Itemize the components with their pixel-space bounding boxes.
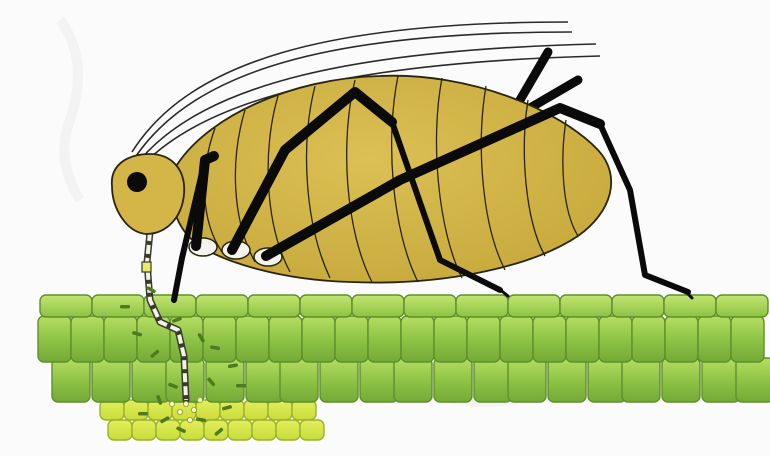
mesophyll-cell	[698, 316, 731, 362]
mesophyll-cell	[203, 316, 236, 362]
mesophyll-cell	[665, 316, 698, 362]
sap-particle	[138, 412, 148, 416]
epidermis-cell	[456, 295, 508, 317]
epidermis-cell	[716, 295, 768, 317]
vascular-cell	[124, 400, 148, 420]
vascular-cell	[268, 400, 292, 420]
epidermis-cell	[196, 295, 248, 317]
leaf-tissue	[38, 295, 770, 440]
vascular-cell	[276, 420, 300, 440]
mesophyll-cell	[731, 316, 764, 362]
mesophyll-cell	[269, 316, 302, 362]
mesophyll-cell	[599, 316, 632, 362]
sap-particle	[120, 305, 130, 309]
vascular-cell	[244, 400, 268, 420]
epidermis-cell	[352, 295, 404, 317]
vascular-cell	[300, 420, 324, 440]
epidermis-cell	[248, 295, 300, 317]
mesophyll-cell	[662, 358, 700, 402]
mesophyll-cell	[71, 316, 104, 362]
vascular-cell	[156, 420, 180, 440]
mesophyll-cell	[52, 358, 90, 402]
epidermis-cell	[508, 295, 560, 317]
mesophyll-cell	[588, 358, 626, 402]
epidermis-cell	[92, 295, 144, 317]
epidermis-cell	[560, 295, 612, 317]
hind-legs	[520, 52, 578, 108]
mesophyll-cell	[394, 358, 432, 402]
mesophyll-cell	[38, 316, 71, 362]
mesophyll-cell	[566, 316, 599, 362]
mesophyll-cell	[236, 316, 269, 362]
mesophyll-cell	[360, 358, 398, 402]
mesophyll-cell	[246, 358, 284, 402]
vascular-cell	[204, 420, 228, 440]
epidermis-cell	[664, 295, 716, 317]
vascular-cell	[108, 420, 132, 440]
vascular-cell	[292, 400, 316, 420]
vascular-cell	[252, 420, 276, 440]
mesophyll-cell	[474, 358, 512, 402]
mesophyll-cell	[533, 316, 566, 362]
vascular-cell	[196, 400, 220, 420]
sap-droplet	[191, 407, 196, 412]
epidermis-cell	[300, 295, 352, 317]
epidermis-cell	[612, 295, 664, 317]
sap-droplet	[169, 401, 174, 406]
mesophyll-cell	[736, 358, 770, 402]
mesophyll-cell	[335, 316, 368, 362]
mesophyll-cell	[500, 316, 533, 362]
sap-particle	[236, 384, 246, 388]
mesophyll-cell	[280, 358, 318, 402]
mesophyll-cell	[548, 358, 586, 402]
mesophyll-cell	[632, 316, 665, 362]
mesophyll-cell	[401, 316, 434, 362]
mesophyll-cell	[434, 316, 467, 362]
mesophyll-cell	[622, 358, 660, 402]
mesophyll-cell	[434, 358, 472, 402]
sap-droplet	[183, 401, 188, 406]
sap-droplet	[187, 417, 192, 422]
mesophyll-cell	[368, 316, 401, 362]
sap-droplet	[197, 397, 202, 402]
epidermis-cell	[404, 295, 456, 317]
mesophyll-cell	[467, 316, 500, 362]
vascular-cell	[100, 400, 124, 420]
compound-eye-icon	[127, 172, 147, 192]
epidermis-cell	[40, 295, 92, 317]
vascular-cell	[132, 420, 156, 440]
mesophyll-cell	[92, 358, 130, 402]
mesophyll-cell	[104, 316, 137, 362]
mesophyll-cell	[320, 358, 358, 402]
mesophyll-cell	[702, 358, 740, 402]
mesophyll-cell	[508, 358, 546, 402]
sap-droplet	[177, 409, 182, 414]
mesophyll-cell	[132, 358, 170, 402]
mesophyll-cell	[302, 316, 335, 362]
vascular-cell	[228, 420, 252, 440]
